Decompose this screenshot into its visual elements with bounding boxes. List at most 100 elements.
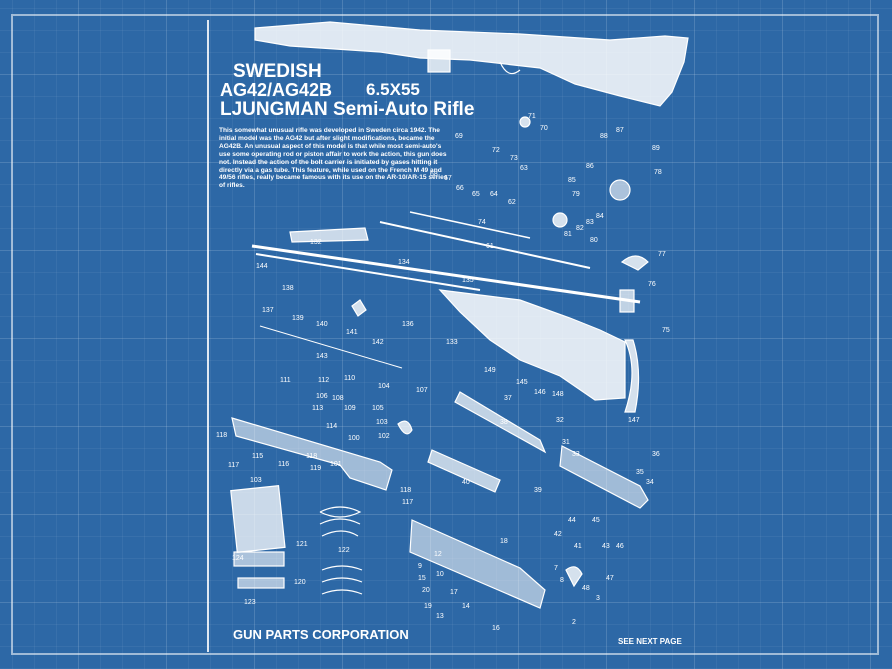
description-text: This somewhat unusual rifle was develope…: [219, 127, 448, 190]
part-label: 135: [462, 277, 474, 284]
title-line-1: SWEDISH: [233, 61, 322, 82]
part-label: 103: [250, 477, 262, 484]
part-label: 37: [504, 395, 512, 402]
part-label: 87: [616, 127, 624, 134]
part-label: 72: [492, 147, 500, 154]
part-34-receiver-cover: [559, 445, 649, 509]
part-label: 15: [418, 575, 426, 582]
part-label: 121: [296, 541, 308, 548]
part-label: 63: [520, 165, 528, 172]
part-label: 105: [372, 405, 384, 412]
part-label: 114: [326, 423, 337, 430]
part-label: 132: [310, 239, 322, 246]
part-label: 140: [316, 321, 328, 328]
part-label: 82: [576, 225, 584, 232]
part-77-sight-hood: [620, 255, 649, 271]
part-label: 41: [574, 543, 582, 550]
part-label: 117: [228, 462, 239, 469]
part-label: 134: [398, 259, 410, 266]
part-label: 118: [400, 487, 411, 494]
part-label: 107: [416, 387, 428, 394]
part-label: 117: [402, 499, 413, 506]
part-label: 145: [516, 379, 528, 386]
part-label: 42: [554, 531, 562, 538]
part-label: 102: [378, 433, 390, 440]
part-42-receiver: [409, 519, 546, 609]
title-model: AG42/AG42B: [220, 80, 333, 100]
part-label: 123: [244, 599, 256, 606]
part-label: 85: [568, 177, 576, 184]
part-71-screw: [519, 116, 531, 128]
part-40-bolt: [427, 449, 501, 493]
part-label: 115: [252, 453, 263, 460]
part-label: 13: [436, 613, 444, 620]
part-label: 137: [262, 307, 274, 314]
part-label: 147: [628, 417, 640, 424]
part-label: 46: [616, 543, 624, 550]
part-label: 36: [652, 451, 660, 458]
part-number-labels: 71 70 69 72 73 63 68 67 66 65 64 62 87 8…: [216, 113, 670, 632]
part-label: 139: [292, 315, 304, 322]
part-122-springs: [319, 506, 362, 537]
part-label: 103: [376, 419, 388, 426]
part-label: 70: [540, 125, 548, 132]
part-label: 78: [654, 169, 662, 176]
part-label: 119: [310, 465, 321, 472]
part-label: 109: [344, 405, 356, 412]
outer-frame: [11, 14, 879, 655]
part-label: 110: [344, 375, 355, 382]
part-label: 44: [568, 517, 576, 524]
parts-sheet: [207, 20, 685, 652]
part-label: 146: [534, 389, 546, 396]
title-rifle-name: LJUNGMAN Semi-Auto Rifle: [220, 99, 475, 120]
part-132-handguard: [289, 227, 369, 243]
part-label: 9: [418, 563, 422, 570]
part-label: 77: [658, 251, 666, 258]
part-label: 142: [372, 339, 384, 346]
part-121-springs: [321, 565, 363, 595]
part-label: 136: [402, 321, 414, 328]
part-label: 89: [652, 145, 660, 152]
part-label: 31: [562, 439, 570, 446]
part-label: 133: [446, 339, 458, 346]
part-label: 101: [330, 461, 342, 468]
part-label: 74: [478, 219, 486, 226]
part-label: 80: [590, 237, 598, 244]
part-label: 69: [455, 133, 463, 140]
part-label: 138: [282, 285, 294, 292]
part-label: 86: [586, 163, 594, 170]
part-label: 16: [492, 625, 500, 632]
part-label: 84: [596, 213, 604, 220]
part-label: 148: [552, 391, 564, 398]
part-label: 34: [646, 479, 654, 486]
part-label: 106: [316, 393, 328, 400]
part-label: 67: [444, 175, 452, 182]
part-label: 88: [600, 133, 608, 140]
part-label: 35: [636, 469, 644, 476]
title-caliber: 6.5X55: [366, 80, 420, 99]
part-label: 38: [500, 419, 508, 426]
part-141-catch: [351, 299, 367, 317]
part-label: 61: [486, 243, 494, 250]
trigger-housing-drawing: [231, 417, 393, 491]
part-label: 143: [316, 353, 328, 360]
part-label: 124: [232, 555, 244, 562]
part-label: 17: [450, 589, 458, 596]
part-61-rod: [409, 211, 531, 239]
part-label: 81: [564, 231, 572, 238]
part-label: 62: [508, 199, 516, 206]
part-label: 48: [582, 585, 590, 592]
see-next-page: SEE NEXT PAGE: [618, 637, 682, 646]
part-37-bolt-carrier: [454, 391, 547, 454]
part-label: 68: [430, 171, 438, 178]
part-label: 71: [528, 113, 536, 120]
part-label: 2: [572, 619, 576, 626]
part-8-safety: [565, 566, 583, 588]
part-label: 149: [484, 367, 496, 374]
part-label: 33: [572, 451, 580, 458]
part-81-knob: [552, 212, 568, 228]
part-label: 47: [606, 575, 614, 582]
part-label: 10: [436, 571, 444, 578]
part-label: 116: [278, 461, 289, 468]
